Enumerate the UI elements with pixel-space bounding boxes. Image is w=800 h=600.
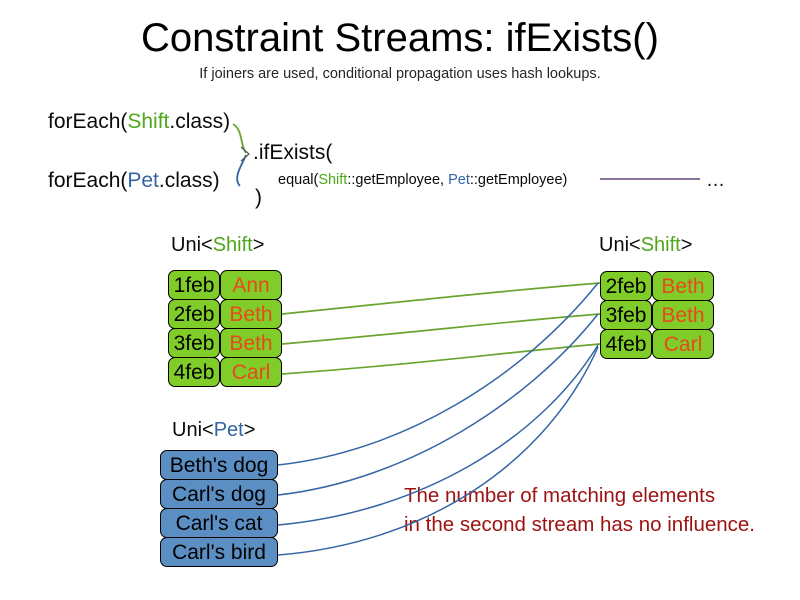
cell-name-text: Beth [229,302,273,326]
code-ellipsis: … [706,170,725,191]
code-foreach-pet-type: Pet [127,169,159,192]
list-item: Carl's dog [160,479,278,509]
cell-pet-text: Carl's cat [175,511,263,535]
label-pet-post: > [243,419,256,441]
cell-name-text: Beth [229,331,273,355]
code-equal-right-method: ::getEmployee) [469,172,568,188]
code-foreach-pet: forEach(Pet.class) [48,169,220,193]
cell-pet: Carl's bird [160,537,278,567]
cell-pet-text: Carl's dog [172,482,266,506]
cell-date: 3feb [600,300,652,330]
annotation-text: The number of matching elements in the s… [404,484,755,537]
label-left-shift-pre: Uni< [171,234,213,256]
code-foreach-pet-post: .class) [158,169,220,192]
cell-name: Ann [220,270,282,300]
cell-name-text: Beth [661,274,705,298]
cell-date-text: 3feb [173,331,215,355]
code-equal-pre: equal( [278,172,319,188]
label-left-shift-type: Shift [212,234,253,256]
cell-date-text: 2feb [173,302,215,326]
cell-date-text: 4feb [605,332,647,356]
label-left-shift-post: > [252,234,265,256]
table-row: 3feb Beth [168,328,282,358]
cell-pet: Beth's dog [160,450,278,480]
label-right-shift-post: > [680,234,693,256]
brace-blue-arm [236,154,247,187]
list-item: Beth's dog [160,450,278,480]
table-row: 1feb Ann [168,270,282,300]
cell-date: 2feb [600,271,652,301]
link-shift-2feb [281,282,601,315]
link-pet-carls-dog [277,313,599,496]
code-equal-right-type: Pet [448,172,470,188]
label-pet-pre: Uni< [172,419,214,441]
cell-name: Carl [652,329,714,359]
cell-name: Carl [220,357,282,387]
cell-date-text: 1feb [173,273,215,297]
table-uni-shift-left: 1feb Ann 2feb Beth 3feb Beth 4feb Carl [168,270,282,387]
page-subtitle: If joiners are used, conditional propaga… [199,66,601,82]
cell-date-text: 4feb [173,360,215,384]
table-uni-shift-right: 2feb Beth 3feb Beth 4feb Carl [600,271,714,359]
cell-date-text: 3feb [605,303,647,327]
label-right-shift-pre: Uni< [599,234,641,256]
cell-date: 4feb [600,329,652,359]
cell-name-text: Beth [661,303,705,327]
cell-name: Beth [652,300,714,330]
link-pet-beths-dog [277,282,599,466]
cell-name-text: Ann [232,273,270,297]
code-foreach-shift: forEach(Shift.class) [48,110,230,134]
label-right-shift-type: Shift [640,234,681,256]
label-uni-pet: Uni<Pet> [172,419,255,442]
list-item: Carl's bird [160,537,278,567]
code-close-paren: ) [255,186,262,209]
cell-date: 3feb [168,328,220,358]
code-foreach-shift-post: .class) [169,110,231,133]
table-row: 4feb Carl [168,357,282,387]
code-foreach-shift-type: Shift [127,110,170,133]
cell-pet-text: Carl's bird [172,540,266,564]
table-row: 4feb Carl [600,329,714,359]
link-shift-4feb [281,343,601,375]
cell-pet-text: Beth's dog [169,453,269,477]
table-row: 2feb Beth [168,299,282,329]
code-equal-left-type: Shift [318,172,348,188]
table-uni-pet: Beth's dog Carl's dog Carl's cat Carl's … [160,450,278,567]
code-equal-joiner: equal(Shift::getEmployee, Pet::getEmploy… [278,172,567,188]
list-item: Carl's cat [160,508,278,538]
label-uni-shift-left: Uni<Shift> [171,234,264,257]
cell-pet: Carl's dog [160,479,278,509]
brace-green-arm [232,123,247,154]
table-row: 3feb Beth [600,300,714,330]
cell-name-text: Carl [663,332,703,356]
cell-date: 2feb [168,299,220,329]
cell-name: Beth [220,299,282,329]
link-shift-3feb [281,313,601,345]
code-ifexists: .ifExists( [253,141,333,164]
cell-name-text: Carl [231,360,271,384]
cell-name: Beth [652,271,714,301]
cell-date: 1feb [168,270,220,300]
page-title: Constraint Streams: ifExists() [141,16,659,60]
cell-date-text: 2feb [605,274,647,298]
label-uni-shift-right: Uni<Shift> [599,234,692,257]
cell-date: 4feb [168,357,220,387]
code-equal-left-method: ::getEmployee, [347,172,449,188]
table-row: 2feb Beth [600,271,714,301]
code-foreach-pet-pre: forEach( [48,169,128,192]
code-foreach-shift-pre: forEach( [48,110,128,133]
cell-name: Beth [220,328,282,358]
cell-pet: Carl's cat [160,508,278,538]
brace-tip [240,146,250,162]
label-pet-type: Pet [213,419,244,441]
